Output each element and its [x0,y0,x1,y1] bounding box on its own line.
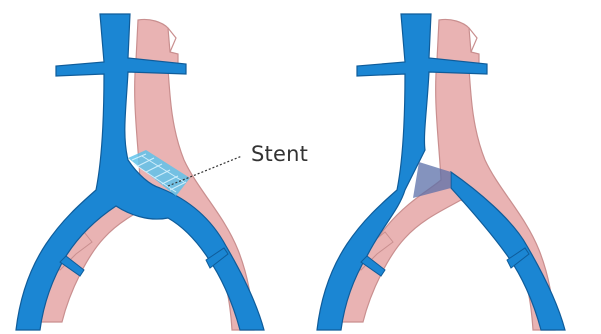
stented-vein-illustration [0,0,300,334]
stent-label: Stent [251,142,308,166]
vein-right [317,14,565,330]
compressed-vein-illustration [301,0,601,334]
vein-right-limb [451,172,565,330]
